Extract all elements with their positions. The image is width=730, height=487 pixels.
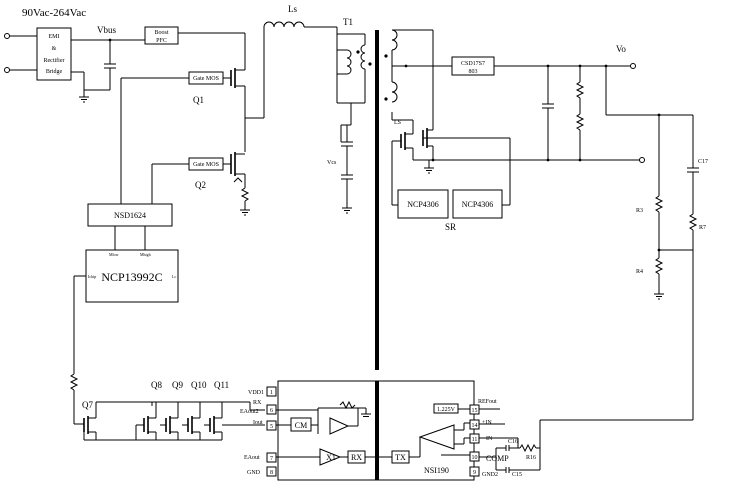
r16-label: R16 xyxy=(526,455,536,461)
csd-line1: CSD17S7 xyxy=(461,61,485,67)
csd-line2: 803 xyxy=(469,69,478,75)
rx-label: RX xyxy=(351,453,362,462)
ncp13992c-label: NCP13992C xyxy=(101,270,162,284)
c15-label: C15 xyxy=(512,472,522,478)
x1-label: X1 xyxy=(326,453,336,462)
q1-mosfet: Gate MOS Q1 xyxy=(188,68,246,118)
ncp-pin-mid1: Mlow xyxy=(109,252,119,257)
q8-label: Q8 xyxy=(151,380,162,390)
q7-label: Q7 xyxy=(82,400,93,410)
pin-gnd2: GND2 xyxy=(482,472,498,478)
q2-mosfet: Gate MOS Q2 xyxy=(188,118,250,216)
return-terminal xyxy=(639,157,645,163)
ref-label: 1.225V xyxy=(437,407,456,413)
pin-comp: COMP xyxy=(486,454,509,463)
sr-mosfets: LS xyxy=(391,120,640,206)
vcs-label: Vcs xyxy=(327,160,337,166)
ncp-pin-right: Lc xyxy=(172,274,176,279)
pin-num-1: 1 xyxy=(270,390,273,396)
gate-driver-top-label: Gate MOS xyxy=(193,76,219,82)
csd-block: CSD17S7 803 xyxy=(451,56,630,76)
ac-terminal-top xyxy=(4,33,10,39)
ac-input-section: 90Vac-264Vac xyxy=(4,7,86,73)
emi-line2: & xyxy=(52,46,57,52)
pin-num-9: 9 xyxy=(473,470,476,476)
t1-transformer: T1 xyxy=(336,17,372,142)
output-section: Vo R3 R4 xyxy=(542,44,708,420)
gate-driver-bottom-label: Gate MOS xyxy=(193,162,219,168)
pin-rx: RX xyxy=(253,400,262,406)
pin-eaout2: EAout2 xyxy=(240,409,259,415)
r4-label: R4 xyxy=(636,269,643,275)
pin-gnd: GND xyxy=(247,470,261,476)
ncp4306-b-label: NCP4306 xyxy=(462,200,494,209)
ncp-pin-mid2: Mhigh xyxy=(140,252,151,257)
pin-num-15: 15 xyxy=(472,408,478,414)
pin-num-5: 5 xyxy=(270,424,273,430)
pin-num-14: 14 xyxy=(472,423,478,429)
boost-pfc-block: Boost PFC xyxy=(144,26,246,70)
pin-iout: Iout xyxy=(253,420,263,426)
pin-num-7: 7 xyxy=(270,456,273,462)
ls-inductor: Ls xyxy=(245,4,337,119)
tx-label: TX xyxy=(395,453,406,462)
t1-label: T1 xyxy=(343,17,353,27)
emi-rectifier-block: EMI & Rectifier Bridge xyxy=(36,27,72,81)
vo-label: Vo xyxy=(616,44,626,54)
emi-line3: Rectifier xyxy=(44,57,65,64)
r3-label: R3 xyxy=(636,208,643,214)
ac-terminal-bottom xyxy=(4,67,10,73)
pin-refout: REFout xyxy=(478,399,497,405)
q1-label: Q1 xyxy=(193,95,204,105)
pin-plus-in: +IN xyxy=(482,420,492,426)
c17-label: C17 xyxy=(698,159,708,165)
emi-line1: EMI xyxy=(49,34,60,40)
q9-label: Q9 xyxy=(172,380,183,390)
vo-terminal xyxy=(630,63,636,69)
vcs-capacitors: Vcs xyxy=(327,125,353,214)
r7-label: R7 xyxy=(699,225,706,231)
gate-drive-wiring xyxy=(120,77,189,204)
cm-label: CM xyxy=(295,421,307,430)
nsd1624-block: NSD1624 xyxy=(87,203,173,250)
pin-num-6: 6 xyxy=(270,408,273,414)
secondary-windings xyxy=(384,29,452,130)
nsi-name-label: NSI190 xyxy=(424,466,449,475)
ncp-pin-left: Ichip xyxy=(88,274,96,279)
pin-minus-in: -IN xyxy=(484,436,493,442)
ncp4306-a-label: NCP4306 xyxy=(407,200,439,209)
pin-num-8: 8 xyxy=(270,470,273,476)
pin-num-10: 10 xyxy=(472,455,478,461)
pin-num-11: 11 xyxy=(472,437,478,443)
q7-q11-network: Q7 Q8 Q9 Q10 Q11 xyxy=(69,275,265,441)
nsd1624-label: NSD1624 xyxy=(114,211,146,220)
sr-side-label: LS xyxy=(394,120,401,126)
sr-label: SR xyxy=(445,222,456,232)
boost-line1: Boost xyxy=(154,30,168,36)
vbus-label: Vbus xyxy=(97,25,116,35)
q11-label: Q11 xyxy=(214,380,229,390)
vbus-wiring xyxy=(71,38,145,103)
ncp4306-blocks: NCP4306 NCP4306 SR xyxy=(397,189,503,232)
boost-line2: PFC xyxy=(156,38,167,44)
ncp13992c-block: NCP13992C Ichip Mlow Mhigh Lc xyxy=(85,249,179,303)
ls-label: Ls xyxy=(288,4,297,14)
emi-line4: Bridge xyxy=(46,69,63,75)
compensation-network: C16 R16 C15 xyxy=(479,408,693,478)
q10-label: Q10 xyxy=(191,380,207,390)
q2-label: Q2 xyxy=(195,180,206,190)
nsi190-chip: 1 VDD1 2 RX 6 EAout2 5 Iout 7 EAout 8 GN… xyxy=(240,380,509,481)
pin-eaout: EAout xyxy=(244,455,260,461)
input-voltage-label: 90Vac-264Vac xyxy=(22,7,86,19)
pin-vdd1: VDD1 xyxy=(248,390,264,396)
c16-label: C16 xyxy=(508,439,518,445)
